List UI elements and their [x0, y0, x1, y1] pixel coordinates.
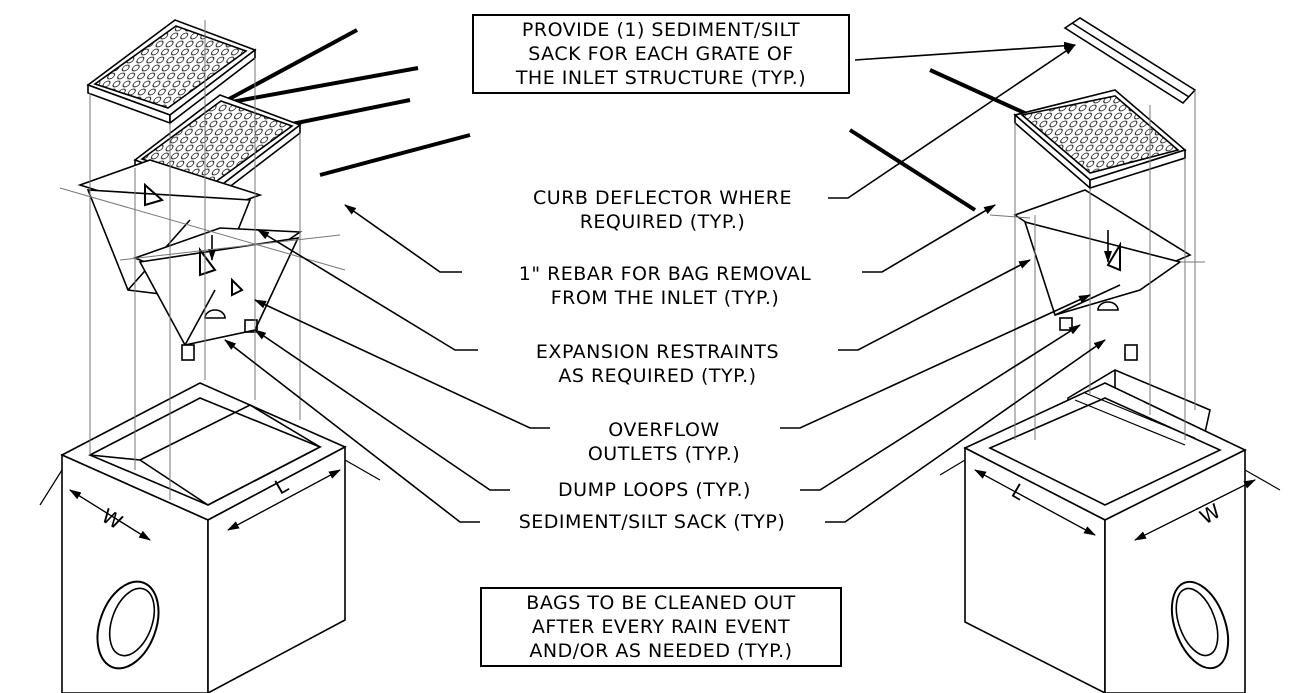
rebar-line-2: FROM THE INLET (TYP.)	[550, 287, 780, 309]
right-grate	[1013, 89, 1187, 190]
right-sack-frame	[1013, 189, 1192, 361]
curb-deflector-label: CURB DEFLECTOR WHERE REQUIRED (TYP.)	[500, 186, 825, 234]
leader-sediment-sack-right	[825, 339, 1106, 523]
leader-expansion-right	[838, 259, 1031, 351]
leader-curb-deflector	[828, 44, 1076, 199]
cleaning-note: BAGS TO BE CLEANED OUT AFTER EVERY RAIN …	[480, 587, 842, 667]
expansion-restraints-line-2: AS REQUIRED (TYP.)	[558, 365, 757, 387]
left-inlet-box	[60, 382, 347, 693]
expansion-restraints-label: EXPANSION RESTRAINTS AS REQUIRED (TYP.)	[480, 340, 835, 388]
cleaning-note-line-1: BAGS TO BE CLEANED OUT	[526, 592, 796, 614]
left-dimensions	[39, 459, 381, 541]
right-curb-deflector-bars	[848, 68, 1041, 212]
leader-rebar-right	[862, 204, 996, 273]
grate-sack-note: PROVIDE (1) SEDIMENT/SILT SACK FOR EACH …	[472, 14, 850, 94]
right-inlet-assembly	[848, 17, 1281, 693]
grate-sack-note-line-3: THE INLET STRUCTURE (TYP.)	[515, 67, 807, 89]
leader-dump-loops-left	[254, 329, 510, 491]
leader-sediment-sack-left	[224, 339, 480, 523]
left-grate-rear	[86, 19, 257, 125]
cleaning-note-line-3: AND/OR AS NEEDED (TYP.)	[529, 640, 793, 662]
right-dimensions	[939, 459, 1281, 541]
rebar-line-1: 1" REBAR FOR BAG REMOVAL	[518, 263, 812, 285]
dump-loops-label: DUMP LOOPS (TYP.)	[558, 479, 751, 501]
leader-top-note	[854, 41, 1076, 61]
right-projection-lines	[989, 90, 1205, 440]
overflow-outlets-line-2: OUTLETS (TYP.)	[587, 443, 741, 465]
cleaning-note-line-2: AFTER EVERY RAIN EVENT	[531, 616, 791, 638]
overflow-outlets-label: OVERFLOW OUTLETS (TYP.)	[550, 418, 778, 466]
expansion-restraints-line-1: EXPANSION RESTRAINTS	[535, 341, 780, 363]
overflow-outlets-line-1: OVERFLOW	[608, 419, 720, 441]
right-inlet-box	[963, 382, 1247, 693]
grate-sack-note-line-2: SACK FOR EACH GRATE OF	[528, 43, 794, 65]
sediment-sack-label: SEDIMENT/SILT SACK (TYP)	[518, 511, 786, 533]
grate-sack-note-line-1: PROVIDE (1) SEDIMENT/SILT	[521, 19, 801, 41]
callout-leaders	[224, 41, 1106, 523]
leader-overflow-left	[254, 299, 550, 429]
curb-deflector-line-1: CURB DEFLECTOR WHERE	[533, 187, 792, 209]
curb-deflector-line-2: REQUIRED (TYP.)	[579, 211, 746, 233]
leader-overflow-right	[780, 294, 1091, 429]
leader-dump-loops-right	[800, 324, 1081, 491]
leader-rebar-left	[344, 204, 462, 273]
rebar-label: 1" REBAR FOR BAG REMOVAL FROM THE INLET …	[470, 262, 860, 310]
left-inlet-assembly	[39, 19, 471, 693]
leader-expansion-left	[257, 229, 478, 351]
left-sack-frame-front	[132, 227, 303, 361]
right-curb-deflector	[1063, 17, 1197, 105]
left-projection-lines	[59, 20, 346, 500]
